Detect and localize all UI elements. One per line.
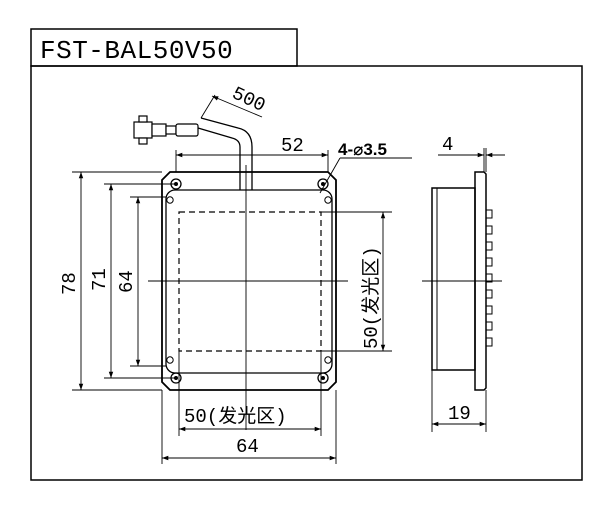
dim-height-hole-pitch: 71 [89,268,111,291]
side-fins [486,209,493,347]
dim-emit-height: 50(发光区) [360,246,383,349]
dim-cable-length: 500 [228,82,268,116]
dim-side-thickness: 4 [442,134,453,156]
dim-side-depth: 19 [448,403,471,425]
dim-holes: 4-⌀3.5 [338,140,387,159]
dim-emit-width: 50(发光区) [184,405,287,428]
screw [324,196,332,204]
dim-height-inner: 64 [116,270,138,293]
screw [166,356,174,364]
cable-connector [133,115,199,145]
inner-frame [165,189,333,374]
front-view-dimensions [72,94,412,464]
mounting-hole [317,178,329,190]
cable [197,117,253,190]
mounting-hole [317,372,329,384]
screw [166,196,174,204]
front-view [133,115,348,430]
drawing-title: FST-BAL50V50 [40,36,233,66]
dim-height-outer: 78 [59,272,81,295]
drawing-frame [30,28,583,481]
side-body [431,187,476,371]
dim-width-outer: 64 [236,436,259,458]
emitting-area [178,211,322,352]
side-view-dimensions [431,148,505,432]
screw [324,356,332,364]
dim-cable-offset: 52 [281,135,304,157]
